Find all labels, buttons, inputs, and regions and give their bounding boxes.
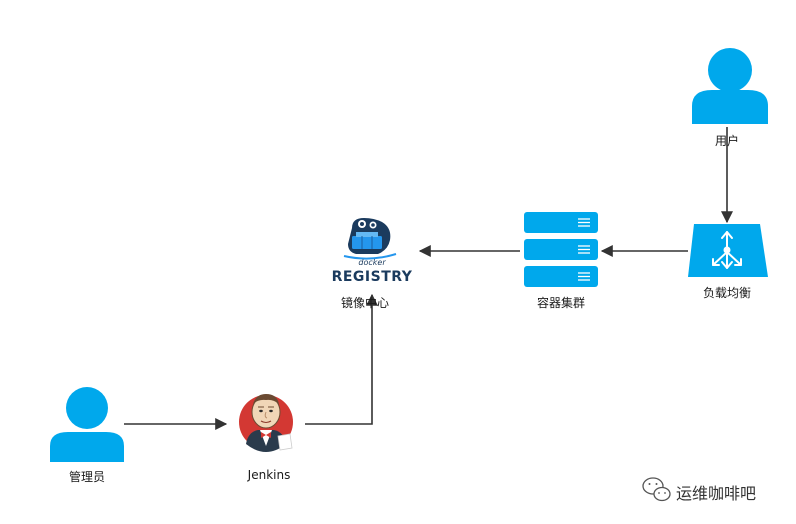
watermark-text: 运维咖啡吧 — [676, 484, 757, 503]
registry-label: 镜像中心 — [340, 296, 390, 310]
user-node — [692, 48, 768, 124]
user-label: 用户 — [714, 134, 740, 148]
docker-registry-logo: docker REGISTRY — [332, 218, 413, 285]
server-stack-icon — [524, 212, 598, 287]
admin-label: 管理员 — [68, 470, 106, 484]
container-cluster-label: 容器集群 — [536, 296, 586, 310]
admin-node — [50, 387, 124, 462]
wechat-icon — [642, 477, 671, 502]
registry-logo-small-text: docker — [358, 258, 386, 267]
person-icon — [50, 387, 124, 462]
load-balancer-icon — [688, 224, 768, 277]
edge-jenkins-to-registry — [305, 293, 378, 425]
edges — [124, 127, 733, 430]
jenkins-node — [239, 394, 293, 452]
person-icon — [692, 48, 768, 124]
registry-node: docker REGISTRY — [332, 218, 413, 285]
jenkins-logo — [239, 394, 293, 452]
load-balancer-node — [688, 224, 768, 277]
registry-logo-text: REGISTRY — [332, 269, 413, 285]
container-cluster-node — [524, 212, 598, 287]
load-balancer-label: 负载均衡 — [702, 286, 752, 300]
jenkins-label: Jenkins — [247, 468, 291, 482]
